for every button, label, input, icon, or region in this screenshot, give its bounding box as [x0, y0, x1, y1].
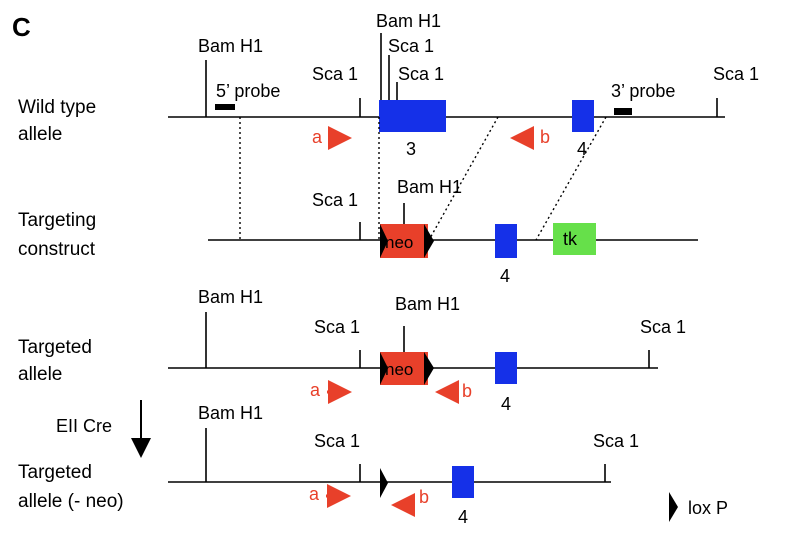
wild-type-label-line1: Wild type: [18, 97, 96, 118]
wild-type-primer-b-label: b: [540, 127, 550, 147]
wild-type-sca1-right-label: Sca 1: [713, 64, 759, 84]
construct-exon4: [495, 224, 517, 258]
construct-tk-cassette: [553, 223, 596, 255]
targeted-primer-a-label: a: [310, 380, 321, 400]
targeted-neo-primer-b-label: b: [419, 487, 429, 507]
construct-label-line2: construct: [18, 239, 96, 260]
targeted-neo-sca1-right-label: Sca 1: [593, 431, 639, 451]
wild-type-label-line2: allele: [18, 124, 62, 145]
cre-label: EII Cre: [56, 416, 112, 436]
construct-loxp-left: [380, 224, 388, 258]
legend-loxp-label: lox P: [688, 498, 728, 518]
wild-type-primer-a-label: a: [312, 127, 323, 147]
targeted-neo-bamh1-label: Bam H1: [198, 403, 263, 423]
targeted-neo-exon4: [452, 466, 474, 498]
targeted-sca1-right-label: Sca 1: [640, 317, 686, 337]
panel-letter: C: [12, 12, 31, 42]
legend-loxp-icon: [669, 492, 678, 522]
construct-bamh1-label: Bam H1: [397, 177, 462, 197]
construct-tk-label: tk: [563, 229, 578, 249]
targeted-neo-cassette: [380, 352, 428, 385]
targeted-neo-label: neo: [385, 360, 413, 379]
targeted-bamh1-left-label: Bam H1: [198, 287, 263, 307]
wild-type-sca1-c-label: Sca 1: [398, 64, 444, 84]
wild-type-exon4-label: 4: [577, 139, 587, 159]
targeted-primer-b-label: b: [462, 381, 472, 401]
targeted-loxp-left: [380, 352, 388, 385]
construct-neo-label: neo: [385, 233, 413, 252]
targeted-sca1-label: Sca 1: [314, 317, 360, 337]
probe-3-prime: [614, 108, 632, 115]
probe-5-prime: [215, 104, 235, 110]
targeted-neo-exon4-label: 4: [458, 507, 468, 527]
targeted-exon4: [495, 352, 517, 384]
targeted-bamh1-mid-label: Bam H1: [395, 294, 460, 314]
homology-line-exon3-end: [428, 116, 499, 241]
construct-sca1-label: Sca 1: [312, 190, 358, 210]
probe-5-prime-label: 5’ probe: [216, 81, 280, 101]
construct-label-line1: Targeting: [18, 210, 96, 231]
homology-line-right: [535, 116, 607, 241]
targeted-neo-primer-a-label: a: [309, 484, 320, 504]
wild-type-sca1-b-label: Sca 1: [388, 36, 434, 56]
wild-type-bamh1-left-label: Bam H1: [198, 36, 263, 56]
targeted-label-line2: allele: [18, 364, 62, 385]
targeted-neo-loxp: [380, 468, 388, 498]
wild-type-exon3: [379, 100, 446, 132]
targeted-neo-label-line1: Targeted: [18, 462, 92, 483]
wild-type-sca1-a-label: Sca 1: [312, 64, 358, 84]
targeted-loxp-right: [424, 352, 434, 385]
construct-exon4-label: 4: [500, 266, 510, 286]
targeted-exon4-label: 4: [501, 394, 511, 414]
probe-3-prime-label: 3’ probe: [611, 81, 675, 101]
targeted-neo-label-line2: allele (- neo): [18, 491, 124, 512]
targeted-neo-sca1-label: Sca 1: [314, 431, 360, 451]
wild-type-exon4: [572, 100, 594, 132]
construct-loxp-right: [424, 224, 434, 258]
targeted-label-line1: Targeted: [18, 337, 92, 358]
wild-type-exon3-label: 3: [406, 139, 416, 159]
wild-type-bamh1-mid-label: Bam H1: [376, 11, 441, 31]
